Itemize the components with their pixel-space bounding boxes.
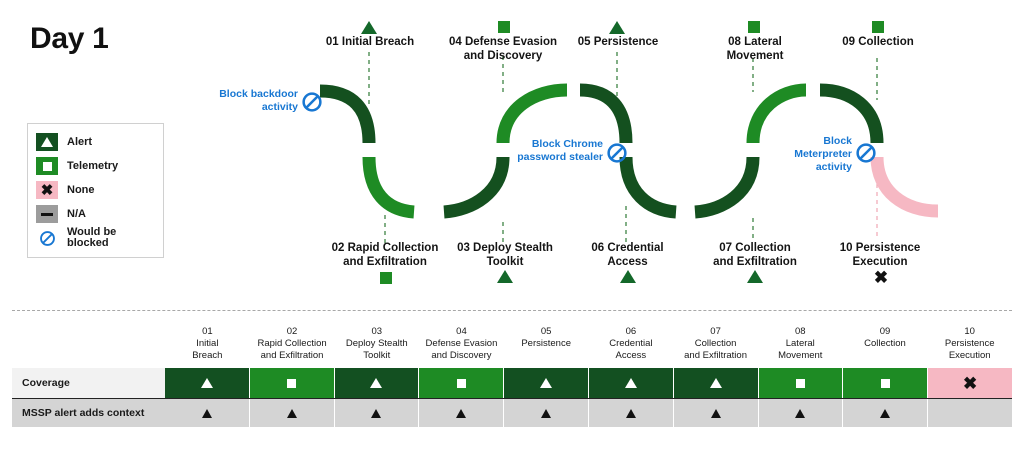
node-label-03: 03 Deploy Stealth Toolkit — [457, 242, 553, 269]
cell-coverage-07[interactable] — [673, 368, 759, 399]
cell-mssp-07[interactable] — [673, 399, 759, 428]
legend-label: Alert — [67, 135, 93, 148]
annotation-block-backdoor: Block backdoor activity — [219, 88, 298, 114]
legend-label: Would be blocked — [67, 226, 117, 249]
cell-mssp-03[interactable] — [334, 399, 420, 428]
legend-item-blocked: Would be blocked — [36, 226, 155, 250]
cell-mssp-04[interactable] — [419, 399, 505, 428]
column-header-02: 02 Rapid Collection and Exfiltration — [257, 326, 327, 362]
cell-mssp-06[interactable] — [588, 399, 674, 428]
node-label-08: 08 Lateral Movement — [726, 36, 784, 63]
column-header-04: 04 Defense Evasion and Discovery — [425, 326, 498, 362]
node-label-09: 09 Collection — [842, 36, 914, 48]
node-label-07: 07 Collection and Exfiltration — [713, 242, 797, 269]
marker-03 — [496, 270, 514, 287]
cell-coverage-08[interactable] — [758, 368, 844, 399]
cell-coverage-10[interactable]: ✖ — [928, 368, 1012, 399]
marker-02 — [377, 272, 395, 288]
column-header-09: 09 Collection — [864, 326, 906, 350]
cell-coverage-02[interactable] — [249, 368, 335, 399]
cell-coverage-06[interactable] — [588, 368, 674, 399]
cell-mssp-09[interactable] — [843, 399, 929, 428]
column-header-07: 07 Collection and Exfiltration — [684, 326, 747, 362]
node-label-10: 10 Persistence Execution — [839, 242, 921, 269]
legend-item-telemetry: Telemetry — [36, 154, 155, 178]
marker-06 — [619, 270, 637, 287]
cell-mssp-10[interactable] — [928, 399, 1012, 428]
cell-coverage-05[interactable] — [504, 368, 589, 399]
legend-label: None — [67, 183, 95, 196]
wave-path — [319, 83, 939, 219]
legend-item-alert: Alert — [36, 130, 155, 154]
legend: Alert Telemetry ✖ None N/A — [27, 123, 164, 258]
node-label-04: 04 Defense Evasion and Discovery — [448, 36, 558, 63]
coverage-table: 01 Initial Breach 02 Rapid Collection an… — [12, 322, 1012, 428]
column-header-08: 08 Lateral Movement — [778, 326, 823, 362]
wave-svg — [319, 52, 939, 245]
square-icon — [36, 157, 58, 175]
cell-coverage-01[interactable] — [165, 368, 250, 399]
cell-coverage-09[interactable] — [843, 368, 929, 399]
blocked-icon — [36, 229, 58, 247]
column-header-05: 05 Persistence — [521, 326, 571, 350]
section-divider — [12, 310, 1012, 311]
marker-01 — [360, 21, 378, 38]
table-row-mssp: MSSP alert adds context — [12, 399, 1012, 428]
node-label-01: 01 Initial Breach — [325, 36, 415, 48]
annotation-block-chrome: Block Chrome password stealer — [517, 138, 603, 164]
cell-mssp-08[interactable] — [758, 399, 844, 428]
marker-04 — [495, 21, 513, 37]
table-row-coverage: Coverage ✖ — [12, 368, 1012, 400]
cell-mssp-02[interactable] — [249, 399, 335, 428]
legend-label: Telemetry — [67, 159, 119, 172]
table-header-row: 01 Initial Breach 02 Rapid Collection an… — [12, 322, 1012, 368]
page-title: Day 1 — [30, 22, 109, 55]
marker-05 — [608, 21, 626, 38]
node-label-05: 05 Persistence — [577, 36, 659, 48]
marker-09 — [869, 21, 887, 37]
header-spacer — [12, 322, 165, 368]
marker-10: ✖ — [873, 268, 889, 287]
marker-07 — [746, 270, 764, 287]
cell-mssp-01[interactable] — [165, 399, 250, 428]
column-header-06: 06 Credential Access — [609, 326, 653, 362]
node-label-06: 06 Credential Access — [591, 242, 664, 269]
x-icon: ✖ — [36, 181, 58, 199]
legend-item-na: N/A — [36, 202, 155, 226]
cell-coverage-03[interactable] — [334, 368, 420, 399]
node-label-02: 02 Rapid Collection and Exfiltration — [331, 242, 439, 269]
row-label-coverage: Coverage — [12, 368, 165, 399]
legend-item-none: ✖ None — [36, 178, 155, 202]
column-header-01: 01 Initial Breach — [192, 326, 223, 362]
column-header-03: 03 Deploy Stealth Toolkit — [345, 326, 408, 362]
cell-coverage-04[interactable] — [419, 368, 505, 399]
cell-mssp-05[interactable] — [504, 399, 589, 428]
attack-path-diagram: 01 Initial Breach 04 Defense Evasion and… — [219, 21, 939, 288]
column-header-10: 10 Persistence Execution — [944, 326, 995, 362]
row-label-mssp: MSSP alert adds context — [12, 399, 165, 428]
dash-icon — [36, 205, 58, 223]
legend-label: N/A — [67, 207, 86, 220]
marker-08 — [745, 21, 763, 37]
connector-lines — [368, 52, 878, 245]
annotation-block-meterpreter: Block Meterpreter activity — [794, 135, 852, 174]
triangle-icon — [36, 133, 58, 151]
